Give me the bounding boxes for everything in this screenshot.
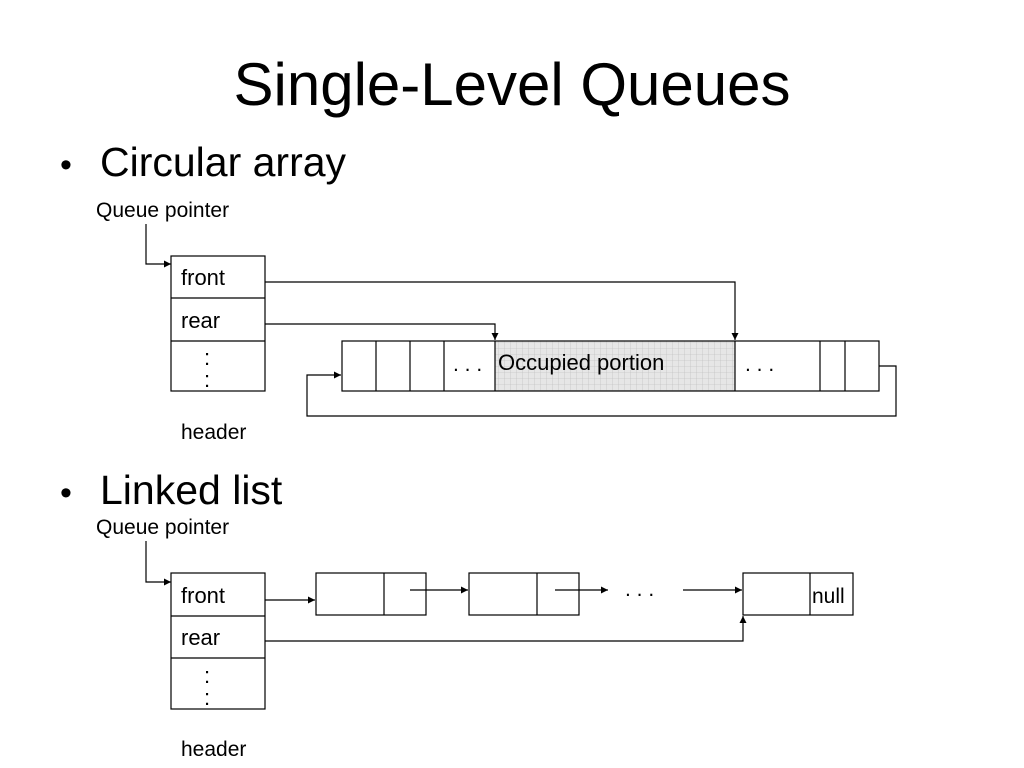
wraparound-arrow [306, 365, 897, 417]
rear-pointer-arrow [265, 323, 499, 340]
array-right-ellipsis: . . . [745, 353, 774, 376]
queue-pointer-arrow [145, 224, 171, 268]
header-field-more: : [204, 345, 210, 370]
bullet-label: Circular array [100, 139, 347, 185]
list-node-last: null [742, 572, 854, 616]
rear-link-arrow [265, 616, 747, 642]
list-ellipsis: . . . [625, 578, 654, 601]
slide-title: Single-Level Queues [233, 51, 791, 118]
bullet-dot-icon: • [60, 474, 72, 512]
occupied-portion [495, 341, 735, 391]
header-field-rear: rear [181, 308, 220, 333]
header-field-front: front [181, 583, 225, 608]
header-field-more-2: : [204, 367, 210, 392]
circular-array: . . . Occupied portion . . . [341, 340, 880, 392]
list-node-2 [468, 572, 580, 616]
header-record-2: front rear : : [170, 572, 266, 710]
queue-pointer-label: Queue pointer [96, 199, 229, 222]
header-label-2: header [181, 738, 246, 761]
queue-pointer-arrow-2 [145, 541, 171, 586]
bullet-linked-list: • Linked list [60, 467, 282, 516]
front-pointer-arrow [265, 281, 739, 340]
list-node-1 [315, 572, 427, 616]
queue-pointer-label-2: Queue pointer [96, 516, 229, 539]
null-label: null [812, 585, 845, 608]
bullet-label: Linked list [100, 467, 283, 513]
header-field-more: : [204, 663, 210, 688]
occupied-portion-label: Occupied portion [498, 350, 664, 375]
bullet-dot-icon: • [60, 146, 72, 184]
header-field-front: front [181, 265, 225, 290]
bullet-circular-array: • Circular array [60, 139, 346, 188]
header-field-more-2: : [204, 685, 210, 710]
header-record: front rear : : [170, 255, 266, 392]
header-field-rear: rear [181, 625, 220, 650]
header-label: header [181, 421, 246, 444]
array-left-ellipsis: . . . [453, 353, 482, 376]
